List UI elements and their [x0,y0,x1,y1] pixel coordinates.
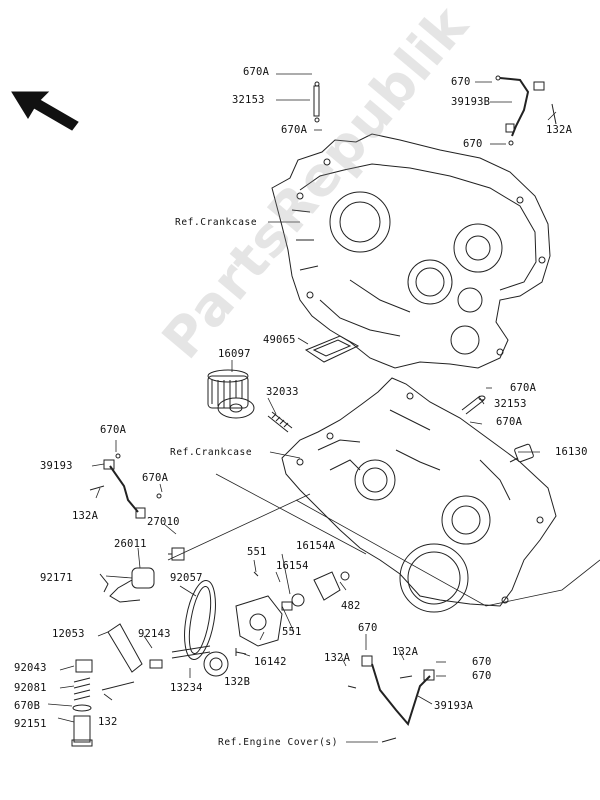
part-label-670a: 670A [496,416,523,428]
part-label-16154a: 16154A [296,540,336,552]
plug-92151 [71,715,93,747]
part-label-16154: 16154 [276,560,309,572]
part-label-92143: 92143 [138,628,171,640]
rotor-16154 [281,593,305,611]
dowel-pin-32153-lower [461,395,486,415]
oil-pipe-39193a [347,655,435,743]
part-label-92151: 92151 [14,718,47,730]
part-label-551: 551 [247,546,267,558]
part-label-132a: 132A [392,646,419,658]
part-label-132a: 132A [72,510,99,522]
part-label-551: 551 [282,626,302,638]
spring-92081 [73,677,91,701]
part-label-32033: 32033 [266,386,299,398]
part-label-670a: 670A [100,424,127,436]
part-label-132b: 132B [224,676,251,688]
part-label-670a: 670A [510,382,537,394]
stud-32033 [267,411,293,433]
chain-guide-12053 [107,623,143,673]
rotor-16154a [313,571,341,601]
direction-arrow-icon [11,91,79,131]
part-label-132: 132 [98,716,118,728]
part-label-92081: 92081 [14,682,47,694]
part-label-16097: 16097 [218,348,251,360]
part-label-670: 670 [358,622,378,634]
part-label-27010: 27010 [147,516,180,528]
collar-92043 [75,659,93,673]
part-label-670: 670 [472,656,492,668]
sensor-26011 [109,567,155,603]
part-label-670: 670 [451,76,471,88]
part-label-92171: 92171 [40,572,73,584]
part-label-32153: 32153 [232,94,265,106]
part-label-132a: 132A [546,124,573,136]
part-label-12053: 12053 [52,628,85,640]
gasket-49065 [304,335,360,363]
part-label-670b: 670B [14,700,41,712]
part-label-39193: 39193 [40,460,73,472]
part-label-132a: 132A [324,652,351,664]
part-label-13234: 13234 [170,682,203,694]
chain-92057 [184,580,216,660]
bolt-132b [235,648,247,656]
dowel-pin-32153-upper [313,81,320,123]
part-label-16142: 16142 [254,656,287,668]
part-label-670a: 670A [243,66,270,78]
part-label-670a: 670A [281,124,308,136]
fitting-16130 [509,443,534,463]
ref-crankcase-upper: Ref.Crankcase [175,217,258,228]
part-label-670a: 670A [142,472,169,484]
part-label-670: 670 [472,670,492,682]
oil-pump [203,595,283,677]
pin-551 [253,571,259,577]
part-label-39193b: 39193B [451,96,491,108]
part-label-16130: 16130 [555,446,588,458]
part-label-32153: 32153 [494,398,527,410]
part-label-92043: 92043 [14,662,47,674]
bolt-132 [101,681,135,691]
ref-engine-cover: Ref.Engine Cover(s) [218,737,339,748]
part-label-92057: 92057 [170,572,203,584]
o-ring-482 [340,571,350,581]
part-label-39193a: 39193A [434,700,474,712]
part-label-26011: 26011 [114,538,147,550]
part-label-49065: 49065 [263,334,296,346]
lower-crankcase [281,377,557,613]
leader-lines [47,73,600,743]
upper-crankcase [271,133,551,369]
oil-pipe-39193 [89,453,162,519]
part-label-670: 670 [463,138,483,150]
ref-crankcase-lower: Ref.Crankcase [170,447,253,458]
pump-shaft-13234 [171,645,211,659]
oil-pressure-switch [168,547,185,561]
washer-670b [72,704,92,712]
oil-filter [207,369,255,419]
clamp-92171 [99,573,109,593]
oil-pipe-39193b [495,75,557,146]
collar-92143 [149,659,163,669]
part-label-482: 482 [341,600,361,612]
